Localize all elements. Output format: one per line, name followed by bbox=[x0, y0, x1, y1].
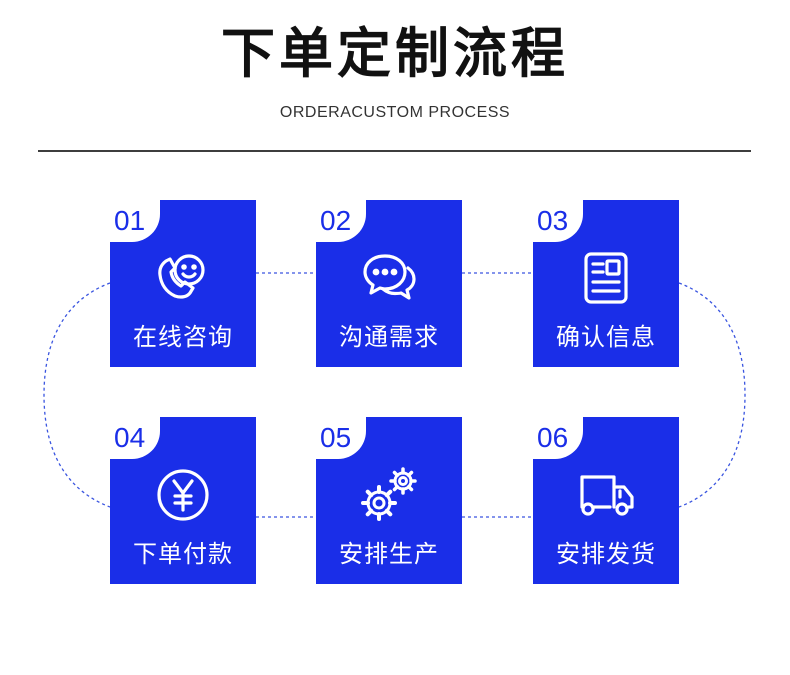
page-subtitle: ORDERACUSTOM PROCESS bbox=[279, 104, 511, 121]
divider bbox=[38, 150, 751, 152]
phone-smile-icon bbox=[153, 248, 213, 308]
chat-bubbles-icon bbox=[359, 248, 419, 308]
step-label: 安排生产 bbox=[339, 540, 439, 568]
step-label: 下单付款 bbox=[133, 540, 233, 568]
gears-icon bbox=[359, 465, 419, 525]
step-number: 06 bbox=[537, 422, 569, 453]
document-icon bbox=[576, 248, 636, 308]
step-number: 05 bbox=[320, 422, 352, 453]
step-card-03[interactable]: 03 确认信息 bbox=[533, 200, 679, 367]
step-card-02[interactable]: 02 沟通需求 bbox=[316, 200, 462, 367]
step-number: 03 bbox=[537, 205, 569, 236]
delivery-truck-icon bbox=[576, 465, 636, 525]
step-number: 01 bbox=[114, 205, 146, 236]
step-label: 沟通需求 bbox=[339, 323, 439, 351]
page-title: 下单定制流程 bbox=[221, 22, 569, 85]
step-card-05[interactable]: 05 bbox=[316, 417, 462, 584]
step-number: 04 bbox=[114, 422, 146, 453]
step-number: 02 bbox=[320, 205, 352, 236]
step-card-01[interactable]: 01 在线咨询 bbox=[110, 200, 256, 367]
yen-coin-icon bbox=[153, 465, 213, 525]
step-label: 确认信息 bbox=[556, 323, 656, 351]
step-card-06[interactable]: 06 安排发货 bbox=[533, 417, 679, 584]
step-label: 安排发货 bbox=[556, 540, 656, 568]
step-label: 在线咨询 bbox=[133, 323, 233, 351]
step-card-04[interactable]: 04 下单付款 bbox=[110, 417, 256, 584]
